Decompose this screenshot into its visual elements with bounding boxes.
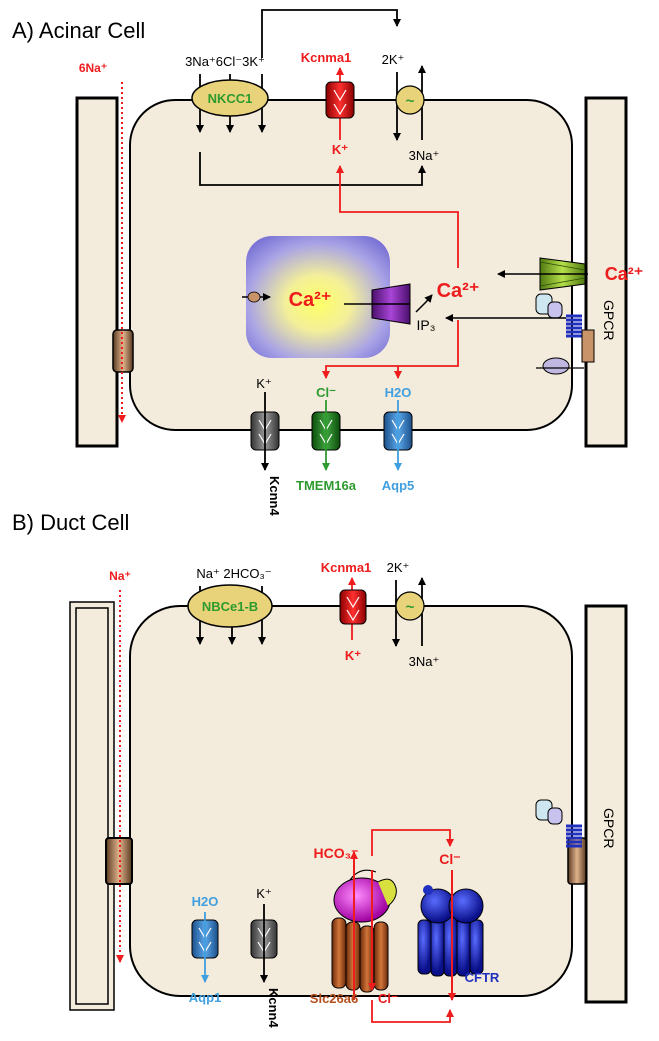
k-recycle-loop — [261, 9, 401, 58]
pump-na-label-a: 3Na⁺ — [409, 148, 440, 163]
kcnma1-channel-b — [339, 589, 367, 625]
nkcc1-transporter — [191, 79, 269, 117]
cl-label-a: Cl⁻ — [316, 385, 336, 400]
nbc-ions-label: Na⁺ 2HCO₃⁻ — [196, 566, 271, 581]
na6-label: 6Na⁺ — [79, 61, 107, 75]
pump-k-label-b: 2K⁺ — [387, 560, 410, 575]
er-store — [246, 236, 390, 358]
na-label-b: Na⁺ — [109, 569, 131, 583]
serca-pump — [242, 291, 271, 303]
tmem16a-label: TMEM16a — [296, 478, 357, 493]
na-k-pump-b: ~ — [395, 591, 425, 621]
neighbor-cell-left-a — [75, 96, 119, 448]
nkcc1-ions-label: 3Na⁺6Cl⁻3K⁺ — [185, 54, 265, 69]
panel-b: B) Duct Cell Na⁺ Na⁺ 2HCO₃⁻ NBCe1-B Kcnm… — [12, 510, 628, 1029]
er-ca-release-arrow — [415, 294, 433, 313]
nbce1-transporter — [187, 584, 273, 628]
na-k-pump-a: ~ — [395, 85, 425, 115]
k-channel-label-b: K⁺ — [345, 648, 361, 663]
k-channel-label-a: K⁺ — [332, 142, 348, 157]
aqp1-label: Aqp1 — [189, 990, 222, 1005]
cftr-channel — [417, 885, 484, 977]
slc26a6-label: Slc26a6 — [310, 991, 358, 1006]
gpcr-a — [535, 293, 582, 338]
k-bottom-label-a: K⁺ — [256, 376, 272, 391]
svg-text:~: ~ — [406, 93, 415, 110]
nkcc1-label: NKCC1 — [208, 91, 253, 106]
kcnma1-channel-a — [325, 81, 355, 119]
cl-bottom-label: Cl⁻ — [378, 991, 398, 1006]
pump-k-label-a: 2K⁺ — [382, 52, 405, 67]
h2o-label-a: H2O — [385, 385, 412, 400]
gpcr-b — [535, 799, 582, 848]
pump-na-label-b: 3Na⁺ — [409, 654, 440, 669]
cftr-label: CFTR — [465, 970, 500, 985]
cl-top-label: Cl⁻ — [439, 851, 460, 867]
vesicle-a — [536, 357, 584, 375]
kcnn4-label-b: Kcnn4 — [266, 988, 281, 1029]
ca-to-kcnma1-path — [336, 165, 459, 268]
aqp5-label: Aqp5 — [382, 478, 415, 493]
neighbor-cell-left-b-inner — [75, 607, 109, 1005]
ca-ext-label: Ca²⁺ — [605, 264, 644, 284]
ca-er-label: Ca²⁺ — [289, 289, 332, 311]
ca-cyto-label: Ca²⁺ — [437, 280, 480, 302]
panel-a: A) Acinar Cell 6Na⁺ 3Na⁺6Cl⁻3K⁺ NKCC1 Kc… — [12, 9, 644, 517]
panel-b-title: B) Duct Cell — [12, 510, 129, 535]
kcnma1-label-a: Kcnma1 — [301, 50, 352, 65]
na-loop-a — [199, 152, 426, 186]
hco3-cl-top-loop — [371, 829, 454, 856]
ip3-label: IP₃ — [417, 317, 436, 333]
panel-a-title: A) Acinar Cell — [12, 18, 145, 43]
ca-to-cl-channels — [322, 320, 459, 379]
gpcr-tail-a — [581, 329, 595, 363]
slc26a6-transporter — [331, 869, 397, 993]
gpcr-label-a: GPCR — [601, 300, 617, 340]
k-bottom-label-b: K⁺ — [256, 886, 272, 901]
kcnma1-label-b: Kcnma1 — [321, 560, 372, 575]
gap-junction-a — [112, 329, 134, 373]
cl-bottom-loop — [371, 1000, 454, 1023]
h2o-label-b: H2O — [192, 894, 219, 909]
neighbor-cell-right-a — [584, 96, 628, 448]
hco3-label: HCO₃⁻ — [314, 845, 359, 861]
nbce1-label: NBCe1-B — [202, 599, 258, 614]
kcnn4-label-a: Kcnn4 — [267, 476, 282, 517]
svg-text:~: ~ — [406, 599, 415, 616]
gpcr-label-b: GPCR — [601, 808, 617, 848]
neighbor-cell-right-b — [584, 604, 628, 1004]
